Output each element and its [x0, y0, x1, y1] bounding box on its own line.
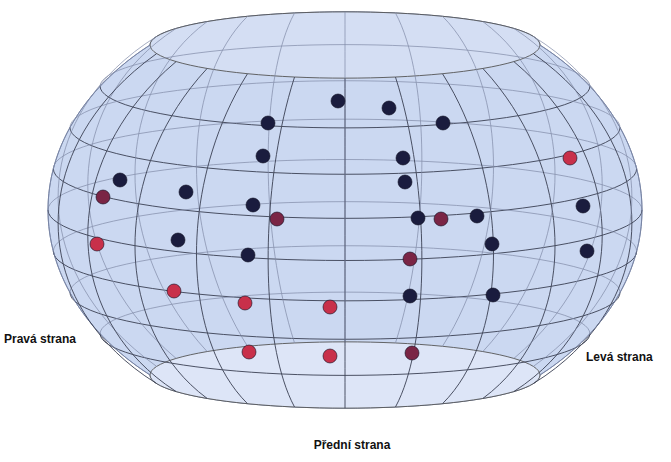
- electrode-dot: [241, 248, 255, 262]
- electrode-dot: [331, 94, 345, 108]
- electrode-dot: [96, 190, 110, 204]
- electrode-dot: [113, 173, 127, 187]
- mesh-line: [197, 74, 248, 404]
- electrode-dot: [246, 198, 260, 212]
- mesh-line: [135, 68, 207, 398]
- electrode-dot: [470, 209, 484, 223]
- electrode-dot: [411, 211, 425, 225]
- electrode-dot: [261, 116, 275, 130]
- mesh-line: [533, 36, 632, 366]
- electrode-dot: [396, 151, 410, 165]
- electrode-dot: [171, 233, 185, 247]
- electrode-dot: [434, 212, 448, 226]
- electrode-dot: [580, 244, 594, 258]
- electrode-dot: [398, 175, 412, 189]
- electrode-dot: [576, 199, 590, 213]
- side-label: Levá strana: [586, 350, 653, 364]
- mesh-line: [88, 28, 176, 358]
- side-label: Pravá strana: [4, 332, 76, 346]
- electrode-dot: [403, 289, 417, 303]
- mesh-line: [48, 45, 150, 375]
- mesh-line: [540, 45, 642, 375]
- side-label: Přední strana: [314, 438, 391, 452]
- mesh-line: [88, 62, 176, 392]
- electrode-dot: [270, 212, 284, 226]
- electrode-dot: [485, 237, 499, 251]
- mesh: [48, 12, 642, 408]
- mesh-line: [483, 22, 555, 352]
- mesh-line: [268, 13, 294, 343]
- electrode-dot: [436, 116, 450, 130]
- electrode-dot: [486, 288, 500, 302]
- electrode-dot: [563, 151, 577, 165]
- mesh-line: [514, 62, 602, 392]
- mesh-line: [483, 68, 555, 398]
- electrode-dot: [382, 101, 396, 115]
- mesh-line: [514, 28, 602, 358]
- electrode-dot: [90, 237, 104, 251]
- mesh-line: [345, 12, 346, 342]
- electrode-dot: [167, 284, 181, 298]
- electrode-dot: [323, 300, 337, 314]
- mesh-line: [442, 16, 493, 346]
- electrode-dot: [179, 185, 193, 199]
- electrode-dot: [256, 149, 270, 163]
- electrode-dot: [242, 345, 256, 359]
- electrode-dot: [323, 349, 337, 363]
- mesh-line: [135, 22, 207, 352]
- electrode-dot: [405, 346, 419, 360]
- barrel-body: [48, 12, 642, 408]
- electrode-dot: [403, 252, 417, 266]
- electrode-dot: [238, 296, 252, 310]
- mesh-line: [395, 77, 421, 407]
- mesh-line: [395, 13, 421, 343]
